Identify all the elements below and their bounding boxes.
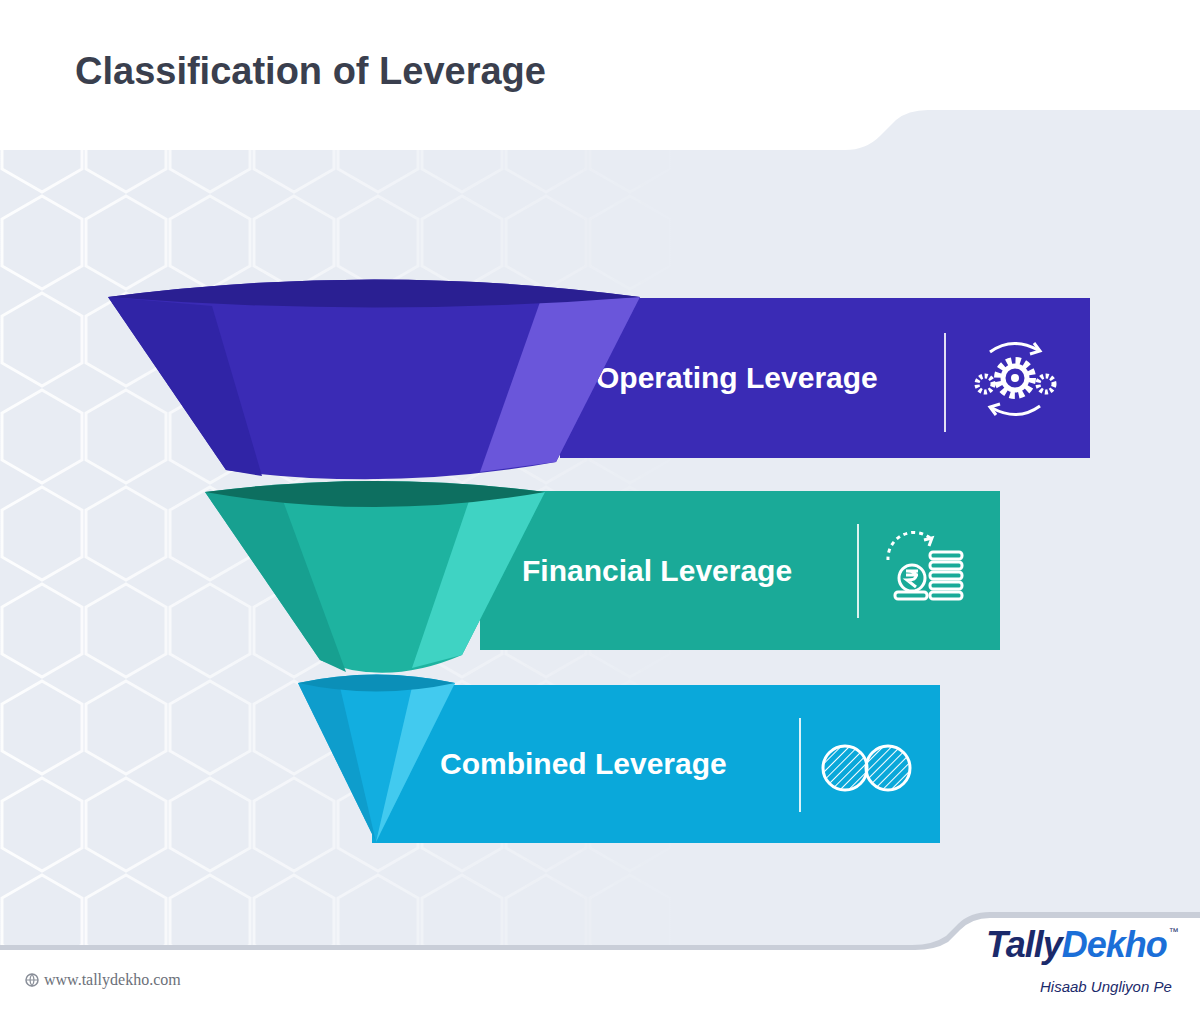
- band-label: Financial Leverage: [522, 554, 792, 588]
- divider-line: [857, 524, 859, 618]
- venn-icon: [823, 746, 910, 790]
- gears-icon: [977, 343, 1054, 415]
- funnel-facet-2: [412, 492, 545, 668]
- globe-icon: [26, 974, 38, 986]
- logo-text: Tally: [986, 924, 1062, 966]
- globe-icon: [26, 974, 38, 986]
- bg-panel: [0, 110, 1200, 945]
- coins-icon: [888, 532, 962, 599]
- funnel-facet-3: [376, 683, 455, 842]
- leverage-band: Financial Leverage: [480, 491, 1000, 650]
- funnel-shade-1: [108, 297, 262, 476]
- divider-line: [799, 718, 801, 812]
- divider-line: [944, 333, 946, 432]
- diagram-title: Classification of Leverage: [75, 50, 546, 93]
- leverage-band: Combined Leverage: [372, 685, 940, 843]
- funnel-body-3: [298, 675, 455, 843]
- funnel-rim-2: [205, 481, 545, 507]
- funnel-rim-1: [108, 280, 640, 308]
- funnel-shade-2: [205, 492, 346, 672]
- funnel-body-1: [108, 280, 640, 480]
- band-label: Operating Leverage: [596, 361, 878, 395]
- band-label: Combined Leverage: [440, 747, 727, 781]
- leverage-band: Operating Leverage: [560, 298, 1090, 458]
- logo-text: ™: [1169, 926, 1179, 937]
- footer-label: www.tallydekho.com: [44, 971, 181, 989]
- footer-label: Hisaab Ungliyon Pe: [1040, 978, 1172, 995]
- logo-wordmark: TallyDekho™: [986, 924, 1179, 966]
- funnel-rim-3: [298, 675, 455, 692]
- funnel-facet-1: [480, 297, 640, 472]
- funnel-body-2: [205, 481, 545, 673]
- logo-text: Dekho: [1062, 924, 1167, 966]
- funnel-shade-3: [298, 683, 376, 842]
